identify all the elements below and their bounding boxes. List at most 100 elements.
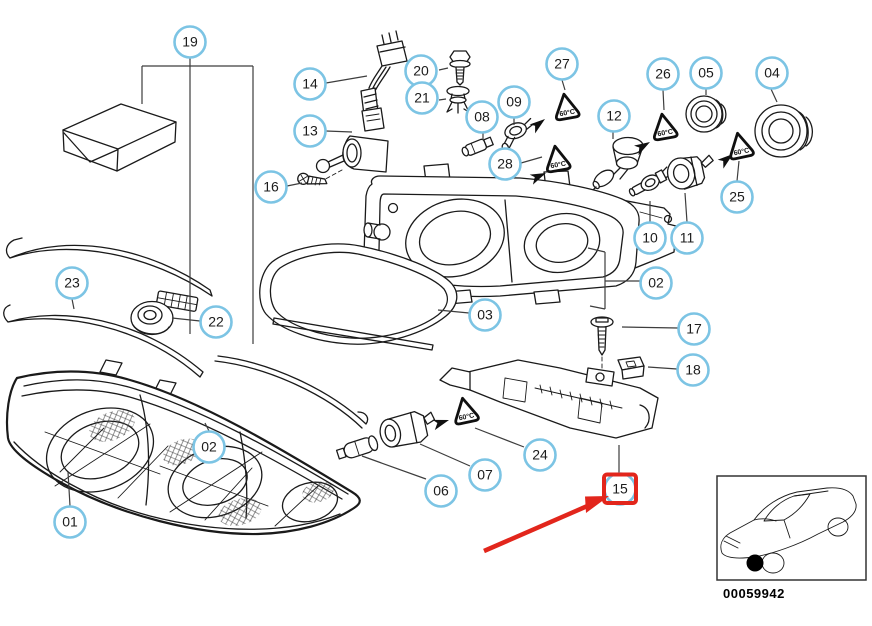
callout-05[interactable]: 05 bbox=[689, 56, 723, 90]
svg-text:02: 02 bbox=[201, 439, 217, 455]
direction-arrow-icon bbox=[529, 173, 546, 185]
temperature-warning-icon: 60°C bbox=[545, 144, 572, 174]
callout-03[interactable]: 03 bbox=[468, 298, 502, 332]
part-lens-assembly-drawing bbox=[5, 359, 361, 536]
callout-06[interactable]: 06 bbox=[424, 474, 458, 508]
callout-25[interactable]: 25 bbox=[720, 180, 754, 214]
part-housing-drawing bbox=[363, 163, 677, 305]
svg-text:26: 26 bbox=[655, 66, 671, 82]
svg-text:05: 05 bbox=[698, 65, 714, 81]
part-screw-17-drawing bbox=[590, 316, 614, 372]
part-bulb-08-drawing bbox=[461, 136, 494, 157]
svg-text:18: 18 bbox=[685, 362, 701, 378]
temperature-warning-icon: 60°C bbox=[454, 396, 480, 426]
svg-text:60°C: 60°C bbox=[458, 411, 475, 422]
temperature-warning-icon: 60°C bbox=[554, 92, 581, 122]
car-location-inset: 00059942 bbox=[716, 475, 867, 601]
image-code: 00059942 bbox=[723, 586, 785, 601]
callout-28[interactable]: 28 bbox=[488, 147, 522, 181]
callout-02-lens[interactable]: 02 bbox=[192, 430, 226, 464]
part-screw-16-drawing bbox=[297, 172, 328, 186]
svg-text:03: 03 bbox=[477, 307, 493, 323]
svg-text:17: 17 bbox=[686, 321, 702, 337]
svg-text:60°C: 60°C bbox=[733, 146, 750, 157]
part-kit-box-drawing bbox=[62, 103, 177, 172]
leader-lines bbox=[67, 58, 778, 507]
highlight-annotation bbox=[483, 472, 638, 554]
temperature-warning-icon: 60°C bbox=[729, 131, 755, 161]
svg-text:27: 27 bbox=[554, 56, 570, 72]
highlight-arrow-shaft bbox=[483, 501, 593, 554]
callout-20[interactable]: 20 bbox=[404, 54, 438, 88]
callout-10[interactable]: 10 bbox=[633, 221, 667, 255]
part-socket-07-drawing bbox=[379, 410, 436, 448]
location-marker-dot bbox=[746, 554, 764, 572]
callout-13[interactable]: 13 bbox=[293, 114, 327, 148]
svg-text:22: 22 bbox=[208, 314, 224, 330]
direction-arrow-icon bbox=[634, 142, 650, 156]
part-bulb-06-drawing bbox=[335, 435, 379, 460]
svg-text:23: 23 bbox=[64, 275, 80, 291]
part-grommet-22-drawing bbox=[130, 290, 199, 336]
callout-19[interactable]: 19 bbox=[173, 25, 207, 59]
svg-text:60°C: 60°C bbox=[550, 160, 567, 171]
part-screw-20-drawing bbox=[449, 50, 471, 86]
svg-text:06: 06 bbox=[433, 483, 449, 499]
direction-arrow-icon bbox=[529, 119, 545, 134]
direction-arrow-icon bbox=[432, 419, 449, 431]
direction-arrows bbox=[432, 119, 733, 431]
callout-17[interactable]: 17 bbox=[677, 312, 711, 346]
svg-text:11: 11 bbox=[680, 230, 695, 246]
svg-text:09: 09 bbox=[506, 94, 522, 110]
part-cap-04-drawing bbox=[754, 104, 814, 158]
svg-text:24: 24 bbox=[532, 447, 548, 463]
svg-text:60°C: 60°C bbox=[559, 108, 576, 119]
svg-text:02: 02 bbox=[648, 275, 664, 291]
svg-text:21: 21 bbox=[414, 90, 430, 106]
svg-text:13: 13 bbox=[302, 123, 318, 139]
svg-text:16: 16 bbox=[263, 179, 279, 195]
part-wiring-harness-drawing bbox=[360, 30, 408, 116]
svg-text:14: 14 bbox=[302, 76, 318, 92]
highlight-arrow-head bbox=[585, 496, 609, 513]
part-nut-18-drawing bbox=[617, 356, 645, 380]
callout-27[interactable]: 27 bbox=[545, 47, 579, 81]
callout-01[interactable]: 01 bbox=[53, 505, 87, 539]
callout-07[interactable]: 07 bbox=[468, 458, 502, 492]
callout-14[interactable]: 14 bbox=[293, 67, 327, 101]
callout-22[interactable]: 22 bbox=[199, 305, 233, 339]
callout-24[interactable]: 24 bbox=[523, 438, 557, 472]
callout-23[interactable]: 23 bbox=[55, 266, 89, 300]
part-cap-05-drawing bbox=[685, 95, 727, 133]
callout-15-highlighted[interactable]: 15 bbox=[603, 472, 637, 506]
part-gasket-drawing bbox=[259, 243, 458, 345]
warning-triangles: 60°C 60°C 60°C 60°C 60°C bbox=[454, 92, 755, 426]
callout-09[interactable]: 09 bbox=[497, 85, 531, 119]
part-bulb-10-drawing bbox=[628, 166, 672, 197]
part-bracket-drawing bbox=[439, 359, 659, 439]
svg-text:60°C: 60°C bbox=[657, 128, 674, 139]
svg-text:20: 20 bbox=[413, 63, 429, 79]
callout-08[interactable]: 08 bbox=[465, 100, 499, 134]
callouts: 19 14 20 21 13 16 08 09 27 28 12 26 05 0… bbox=[53, 25, 789, 539]
callout-12[interactable]: 12 bbox=[597, 99, 631, 133]
callout-26[interactable]: 26 bbox=[646, 57, 680, 91]
svg-text:01: 01 bbox=[62, 514, 78, 530]
callout-04[interactable]: 04 bbox=[755, 56, 789, 90]
callout-18[interactable]: 18 bbox=[676, 353, 710, 387]
svg-text:07: 07 bbox=[477, 467, 493, 483]
callout-16[interactable]: 16 bbox=[254, 170, 288, 204]
svg-text:25: 25 bbox=[729, 189, 745, 205]
callout-21[interactable]: 21 bbox=[405, 81, 439, 115]
svg-text:28: 28 bbox=[497, 156, 513, 172]
svg-text:12: 12 bbox=[606, 108, 622, 124]
svg-text:10: 10 bbox=[642, 230, 658, 246]
svg-text:08: 08 bbox=[474, 109, 490, 125]
callout-02-housing[interactable]: 02 bbox=[639, 266, 673, 300]
callout-11[interactable]: 11 bbox=[670, 221, 704, 255]
svg-text:04: 04 bbox=[764, 65, 780, 81]
part-adjuster-motor-drawing bbox=[315, 107, 389, 183]
part-trim-strips-drawing bbox=[3, 237, 434, 429]
